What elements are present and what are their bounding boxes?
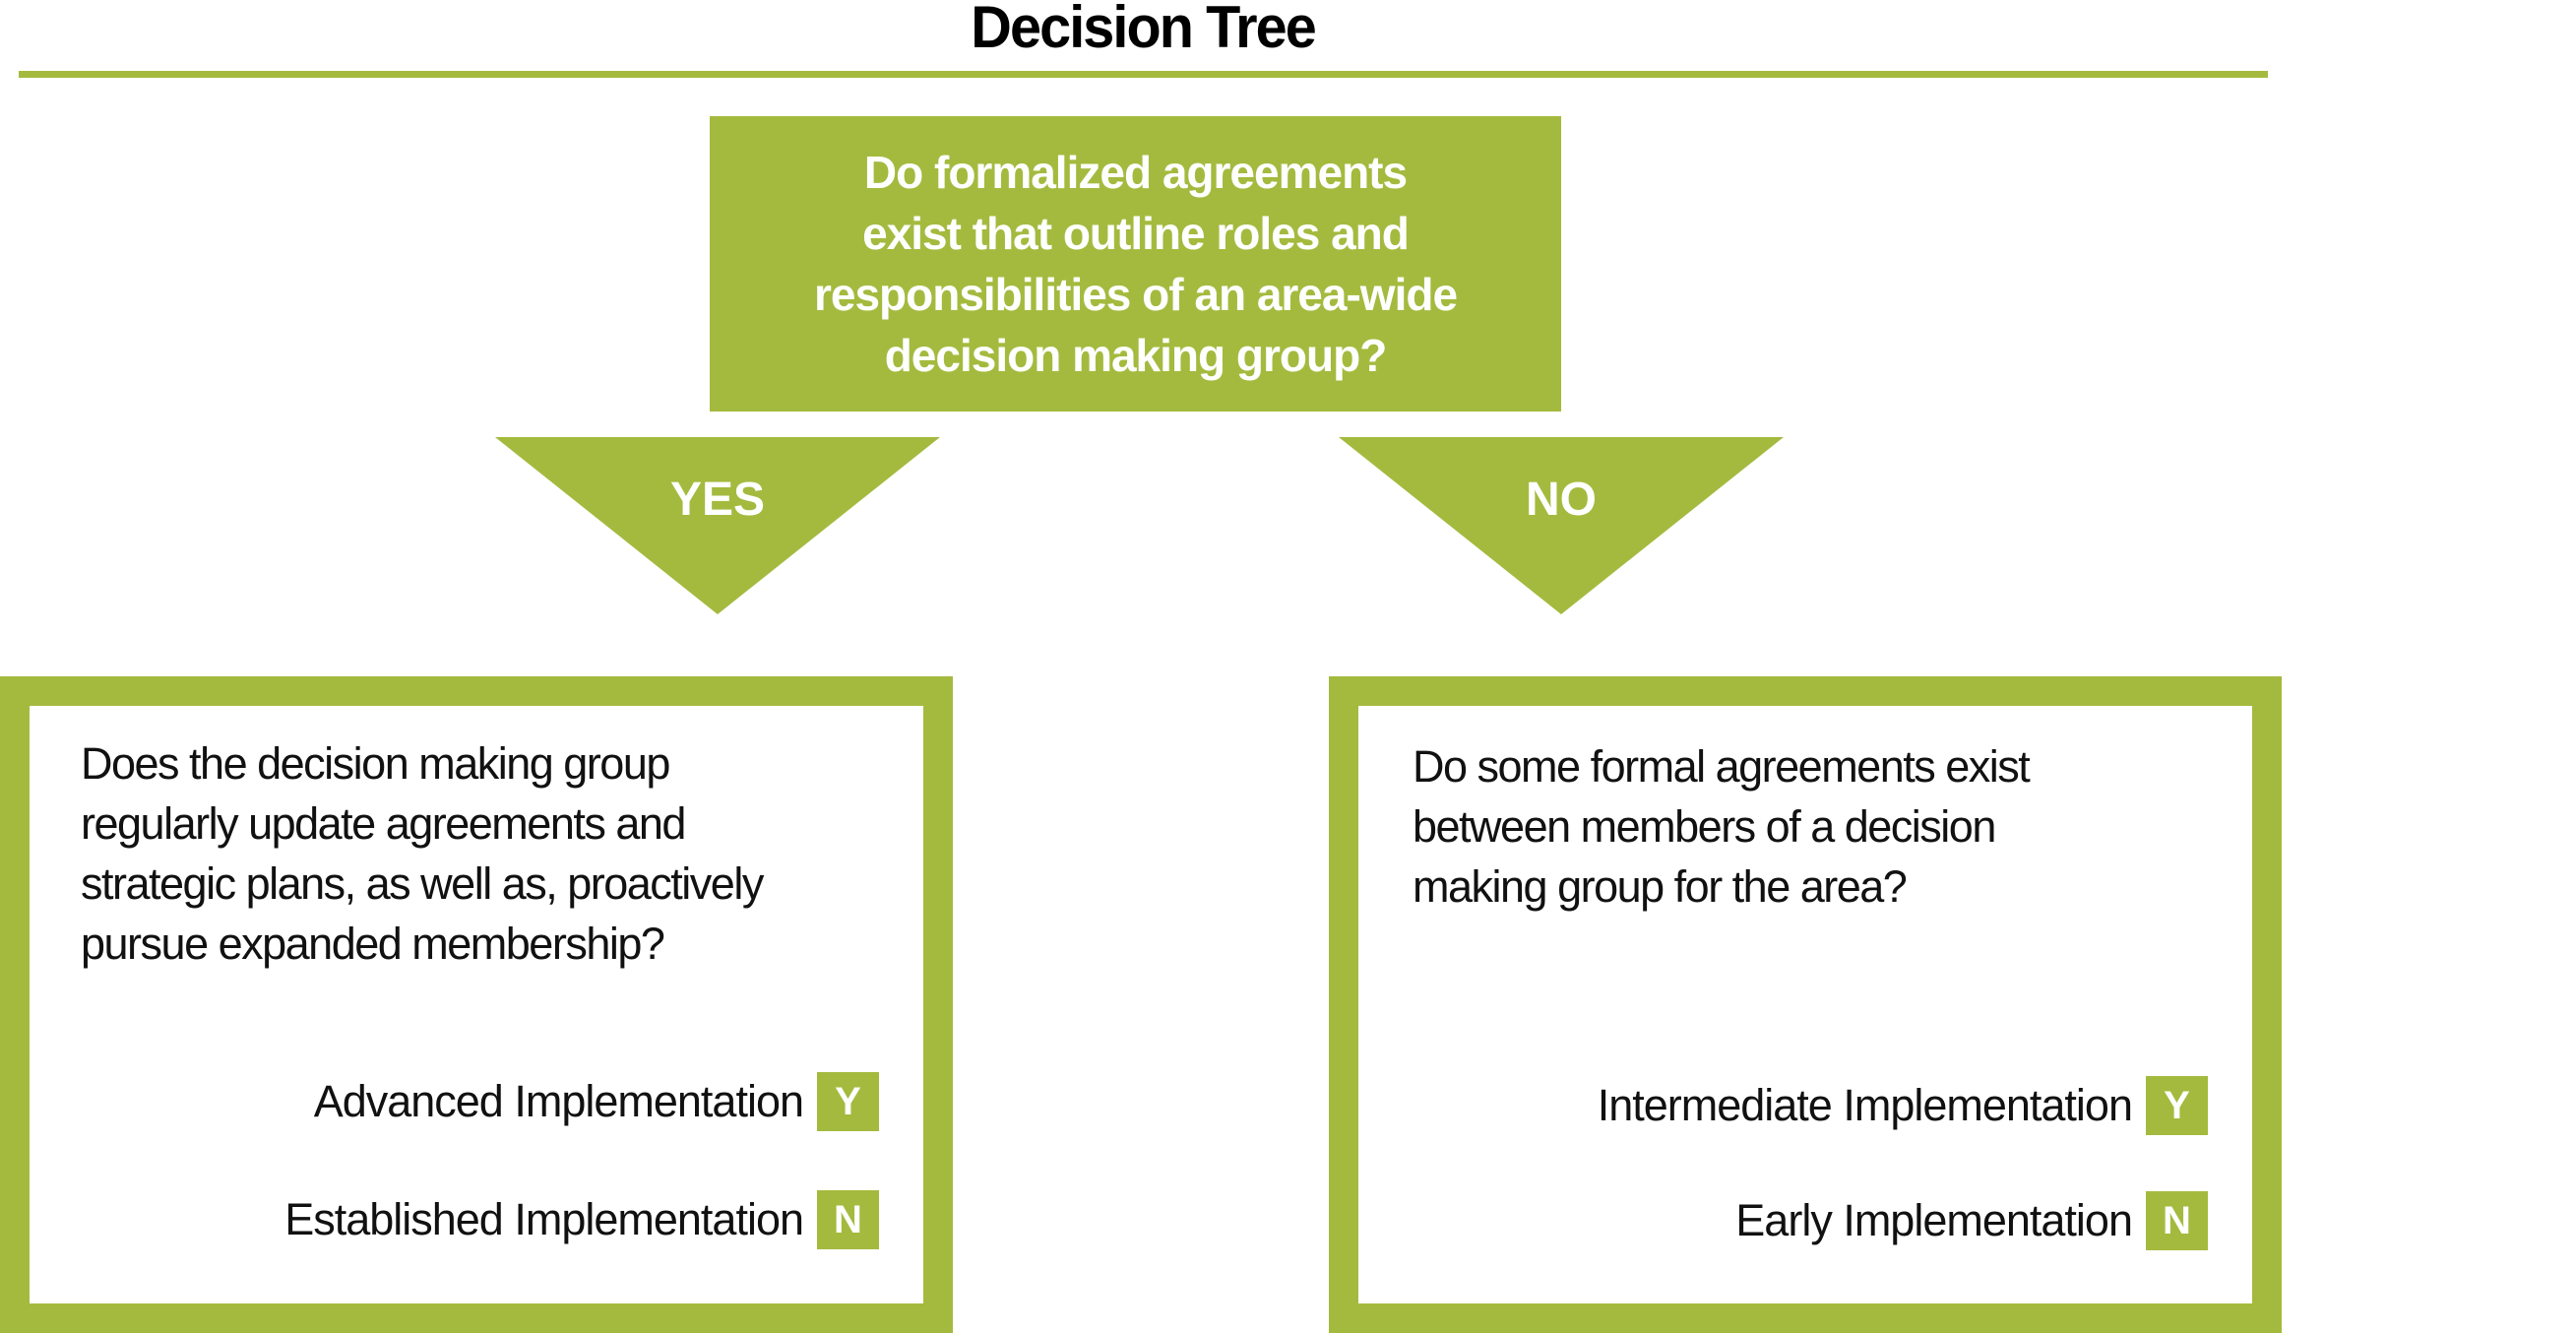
root-question-box: Do formalized agreements exist that outl…: [710, 116, 1561, 412]
question-line: between members of a decision: [1413, 801, 1996, 852]
root-question-line: decision making group?: [884, 330, 1388, 381]
question-line: strategic plans, as well as, proactively: [81, 858, 764, 909]
header: Decision Tree: [19, 0, 2268, 59]
outcome-label: Established Implementation: [284, 1194, 804, 1244]
yes-branch-question: Does the decision making group regularly…: [81, 733, 764, 974]
title-underline: [19, 71, 2268, 78]
outcome-row-established: Established Implementation N: [284, 1190, 879, 1249]
no-branch-box: Do some formal agreements exist between …: [1329, 676, 2282, 1333]
outcome-badge-n: N: [817, 1190, 879, 1249]
no-arrow-triangle-icon: [1339, 437, 1784, 614]
outcome-row-early: Early Implementation N: [1735, 1191, 2208, 1250]
no-branch-question: Do some formal agreements exist between …: [1413, 736, 2031, 917]
no-arrow-label: NO: [1526, 474, 1597, 526]
root-question-line: responsibilities of an area-wide: [813, 269, 1458, 320]
question-line: regularly update agreements and: [81, 798, 686, 849]
no-arrow: NO: [1339, 437, 1784, 614]
root-question-line: exist that outline roles and: [862, 208, 1410, 259]
yes-arrow: YES: [495, 437, 940, 614]
outcome-label: Intermediate Implementation: [1597, 1080, 2133, 1130]
outcome-row-intermediate: Intermediate Implementation Y: [1598, 1076, 2208, 1135]
outcome-badge-y: Y: [2146, 1076, 2208, 1135]
outcome-badge-y: Y: [817, 1072, 879, 1131]
outcome-label: Early Implementation: [1735, 1195, 2133, 1245]
outcome-label: Advanced Implementation: [313, 1076, 804, 1126]
root-question-line: Do formalized agreements: [863, 147, 1408, 198]
page-title: Decision Tree: [971, 0, 1318, 60]
question-line: Does the decision making group: [81, 738, 670, 789]
yes-arrow-triangle-icon: [495, 437, 940, 614]
yes-branch-box: Does the decision making group regularly…: [0, 676, 953, 1333]
yes-arrow-label: YES: [669, 474, 766, 526]
outcome-badge-n: N: [2146, 1191, 2208, 1250]
outcome-row-advanced: Advanced Implementation Y: [314, 1072, 879, 1131]
question-line: making group for the area?: [1413, 861, 1908, 912]
question-line: Do some formal agreements exist: [1413, 741, 2031, 792]
question-line: pursue expanded membership?: [81, 919, 665, 969]
